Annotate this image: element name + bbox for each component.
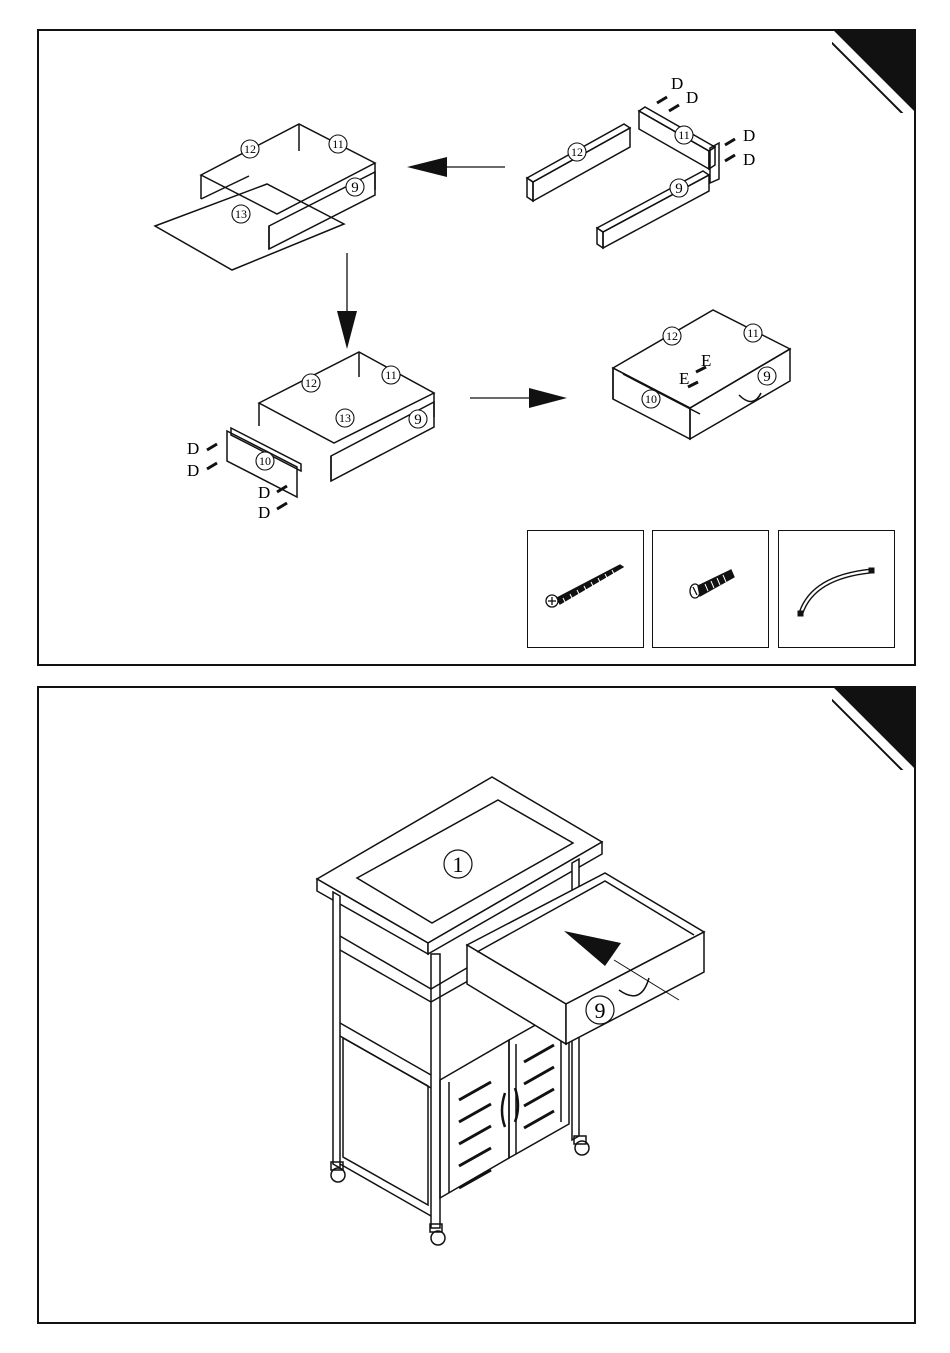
label-d: D [187, 439, 199, 458]
arrow-left-icon [407, 157, 447, 177]
callout-10: 10 [259, 454, 271, 468]
arrow-down-icon [337, 311, 357, 349]
callout-12: 12 [244, 142, 256, 156]
callout-9: 9 [351, 180, 359, 196]
fastener-d-marks [207, 97, 735, 509]
long-screw-icon [528, 531, 642, 646]
hardware-box-drawer-handle [778, 530, 895, 648]
callout-13: 13 [339, 411, 351, 425]
drawer-handle-icon [779, 531, 893, 646]
callout-9: 9 [763, 369, 771, 385]
hardware-box-short-bolt [652, 530, 769, 648]
callout-12: 12 [305, 376, 317, 390]
callout-11: 11 [385, 368, 397, 382]
callout-9: 9 [595, 998, 606, 1023]
drawer-front-install [227, 352, 434, 497]
callout-12: 12 [571, 145, 583, 159]
kitchen-cart-diagram: 1 9 [39, 688, 916, 1324]
assembly-step-drawer-build: 12 11 9 13 12 11 9 12 11 13 9 10 12 11 9… [37, 29, 916, 666]
short-bolt-icon [653, 531, 767, 646]
callout-12: 12 [666, 329, 678, 343]
assembly-step-drawer-insert: 1 9 [37, 686, 916, 1324]
label-d: D [258, 503, 270, 522]
label-d: D [686, 88, 698, 107]
callout-9: 9 [675, 181, 683, 197]
callout-1: 1 [453, 852, 464, 877]
arrow-right-icon [529, 388, 567, 408]
callout-11: 11 [747, 326, 759, 340]
label-e: E [701, 351, 711, 370]
label-d: D [258, 483, 270, 502]
callout-13: 13 [235, 207, 247, 221]
label-e: E [679, 369, 689, 388]
caster-wheels [331, 1136, 589, 1245]
label-d: D [187, 461, 199, 480]
callout-10: 10 [645, 392, 657, 406]
callout-11: 11 [332, 137, 344, 151]
hardware-box-long-screw [527, 530, 644, 648]
kitchen-cart [317, 777, 704, 1245]
door-slats [459, 1045, 554, 1188]
label-d: D [743, 150, 755, 169]
label-d: D [671, 74, 683, 93]
label-d: D [743, 126, 755, 145]
callout-9: 9 [414, 412, 422, 428]
callout-11: 11 [678, 128, 690, 142]
